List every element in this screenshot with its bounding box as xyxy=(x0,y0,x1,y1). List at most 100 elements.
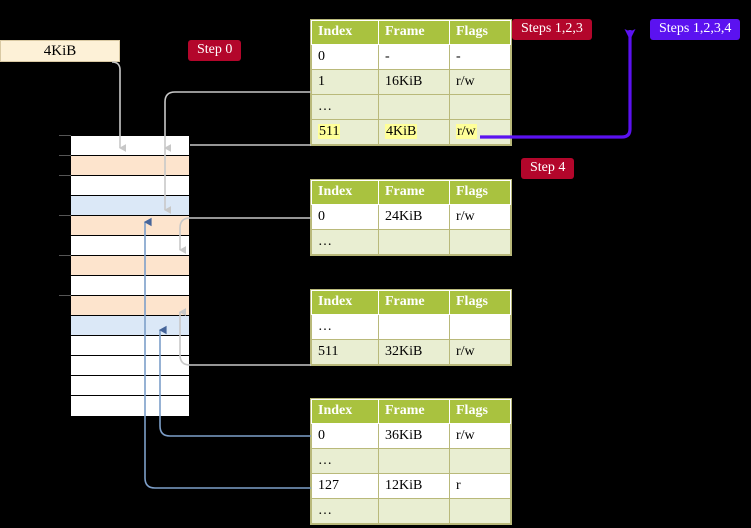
memory-row-tick xyxy=(59,174,71,176)
badge-step-0: Step 0 xyxy=(188,40,242,62)
memory-row xyxy=(59,154,189,176)
badge-step-0-label: Step 0 xyxy=(197,42,233,57)
column-header-frame: Frame xyxy=(378,20,450,45)
memory-row xyxy=(71,376,189,396)
column-header-flags: Flags xyxy=(449,180,511,205)
column-header-flags: Flags xyxy=(449,20,511,45)
memory-row-tick xyxy=(59,254,71,256)
table-row: 0-- xyxy=(311,44,511,70)
highlighted-value: 4KiB xyxy=(385,123,418,139)
memory-row-tick xyxy=(59,134,71,136)
table-cell: 4KiB xyxy=(378,119,450,145)
table-cell: 36KiB xyxy=(378,423,450,449)
memory-row xyxy=(71,276,189,296)
column-header-index: Index xyxy=(311,290,379,315)
column-header-index: Index xyxy=(311,399,379,424)
memory-row xyxy=(59,174,189,196)
table-cell xyxy=(449,498,511,524)
table-cell: 24KiB xyxy=(378,204,450,230)
table-row: 511 4KiB r/w xyxy=(311,119,511,145)
table-cell: r/w xyxy=(449,423,511,449)
badge-steps-123: Steps 1,2,3 xyxy=(512,19,592,41)
highlighted-value: r/w xyxy=(456,123,477,139)
table-row: … xyxy=(311,448,511,474)
table-cell: … xyxy=(311,498,379,524)
badge-steps-123-label: Steps 1,2,3 xyxy=(521,21,583,36)
table-cell: … xyxy=(311,314,379,340)
table-cell xyxy=(378,229,450,255)
memory-row xyxy=(71,196,189,216)
table-cell: 16KiB xyxy=(378,69,450,95)
table-cell: - xyxy=(378,44,450,70)
memory-row xyxy=(59,214,189,236)
table-cell: … xyxy=(311,448,379,474)
column-header-index: Index xyxy=(311,20,379,45)
table-cell: - xyxy=(449,44,511,70)
table-cell xyxy=(449,448,511,474)
memory-row-tick xyxy=(59,154,71,156)
memory-row xyxy=(71,336,189,356)
frame-box-label: 4KiB xyxy=(43,42,77,59)
badge-steps-1234: Steps 1,2,3,4 xyxy=(650,19,741,41)
memory-column xyxy=(59,134,190,416)
table-row: … xyxy=(311,498,511,524)
table-cell xyxy=(449,94,511,120)
highlighted-value: 511 xyxy=(318,123,341,139)
table-cell: 0 xyxy=(311,423,379,449)
table-cell: r/w xyxy=(449,119,511,145)
memory-row xyxy=(71,396,189,416)
badge-step-4-label: Step 4 xyxy=(530,160,566,175)
table-cell: 127 xyxy=(311,473,379,499)
frame-box-4kib: 4KiB xyxy=(0,40,120,62)
badge-steps-1234-label: Steps 1,2,3,4 xyxy=(659,21,732,36)
table-cell: r/w xyxy=(449,339,511,365)
memory-row xyxy=(71,236,189,256)
memory-row xyxy=(59,294,189,316)
table-cell: 0 xyxy=(311,204,379,230)
column-header-frame: Frame xyxy=(378,399,450,424)
table-cell xyxy=(378,498,450,524)
table-cell: 1 xyxy=(311,69,379,95)
table-cell xyxy=(449,229,511,255)
column-header-frame: Frame xyxy=(378,180,450,205)
memory-row-tick xyxy=(59,214,71,216)
table-cell xyxy=(449,314,511,340)
badge-step-4: Step 4 xyxy=(521,158,575,180)
memory-row-tick xyxy=(59,294,71,296)
table-cell: … xyxy=(311,229,379,255)
connector-t2r0-to-column xyxy=(178,217,311,254)
memory-row xyxy=(71,356,189,376)
connector-t3r511-to-column xyxy=(179,308,311,366)
memory-row xyxy=(59,254,189,276)
table-cell: r xyxy=(449,473,511,499)
table-row: … xyxy=(311,94,511,120)
table-cell: 511 xyxy=(311,339,379,365)
column-header-frame: Frame xyxy=(378,290,450,315)
table-cell xyxy=(378,94,450,120)
memory-row xyxy=(59,134,189,156)
table-cell: 12KiB xyxy=(378,473,450,499)
table-cell: r/w xyxy=(449,69,511,95)
column-header-flags: Flags xyxy=(449,290,511,315)
table-cell: 0 xyxy=(311,44,379,70)
column-header-index: Index xyxy=(311,180,379,205)
table-cell: … xyxy=(311,94,379,120)
column-header-flags: Flags xyxy=(449,399,511,424)
table-cell: r/w xyxy=(449,204,511,230)
table-cell: 511 xyxy=(311,119,379,145)
table-row: … xyxy=(311,314,511,340)
table-cell xyxy=(378,314,450,340)
table-cell xyxy=(378,448,450,474)
table-cell: 32KiB xyxy=(378,339,450,365)
table-row: … xyxy=(311,229,511,255)
